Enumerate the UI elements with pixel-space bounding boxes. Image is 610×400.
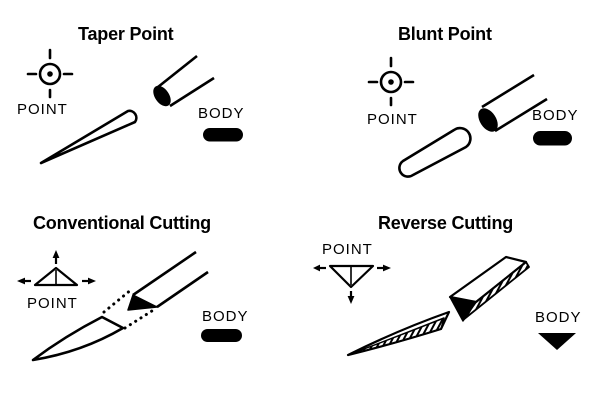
- reverse-cutting-illustration: [313, 255, 576, 357]
- blunt-point-illustration: [367, 56, 572, 178]
- body-label: BODY: [202, 308, 249, 325]
- quadrant-title: Conventional Cutting: [33, 213, 211, 233]
- quadrant-conventional-cutting: Conventional Cutting POINT BODY: [0, 200, 305, 400]
- body-label: BODY: [532, 107, 579, 124]
- triangle-up-arrows-icon: [17, 250, 96, 287]
- point-label: POINT: [27, 295, 78, 312]
- quadrant-reverse-cutting: Reverse Cutting POINT BODY: [305, 200, 610, 400]
- needle-body-drawing: [153, 54, 215, 108]
- needle-point-drawing: [39, 109, 138, 165]
- quadrant-title: Reverse Cutting: [378, 213, 514, 233]
- conventional-cutting-illustration: [17, 250, 242, 362]
- quadrant-title: Taper Point: [78, 24, 174, 44]
- body-label: BODY: [198, 105, 245, 122]
- needle-point-drawing: [31, 315, 125, 362]
- quadrant-title: Blunt Point: [398, 24, 492, 44]
- point-label: POINT: [17, 101, 68, 118]
- needle-point-drawing: [398, 126, 472, 178]
- needle-body-drawing: [448, 255, 530, 322]
- body-label: BODY: [535, 309, 582, 326]
- filled-triangle-down-icon: [538, 333, 576, 350]
- quadrant-blunt-point: Blunt Point POINT BODY: [305, 0, 610, 200]
- needle-body-drawing: [102, 250, 209, 330]
- needle-body-drawing: [478, 73, 548, 133]
- triangle-down-arrows-icon: [313, 264, 391, 304]
- point-label: POINT: [367, 111, 418, 128]
- filled-capsule-icon: [201, 329, 242, 342]
- filled-capsule-icon: [203, 128, 243, 142]
- point-label: POINT: [322, 241, 373, 258]
- filled-capsule-icon: [533, 131, 572, 146]
- quadrant-taper-point: Taper Point POINT BODY: [0, 0, 305, 200]
- round-crosshair-icon: [26, 48, 74, 99]
- needle-point-drawing: [346, 310, 451, 357]
- taper-point-illustration: [26, 48, 243, 165]
- round-crosshair-icon: [367, 56, 415, 107]
